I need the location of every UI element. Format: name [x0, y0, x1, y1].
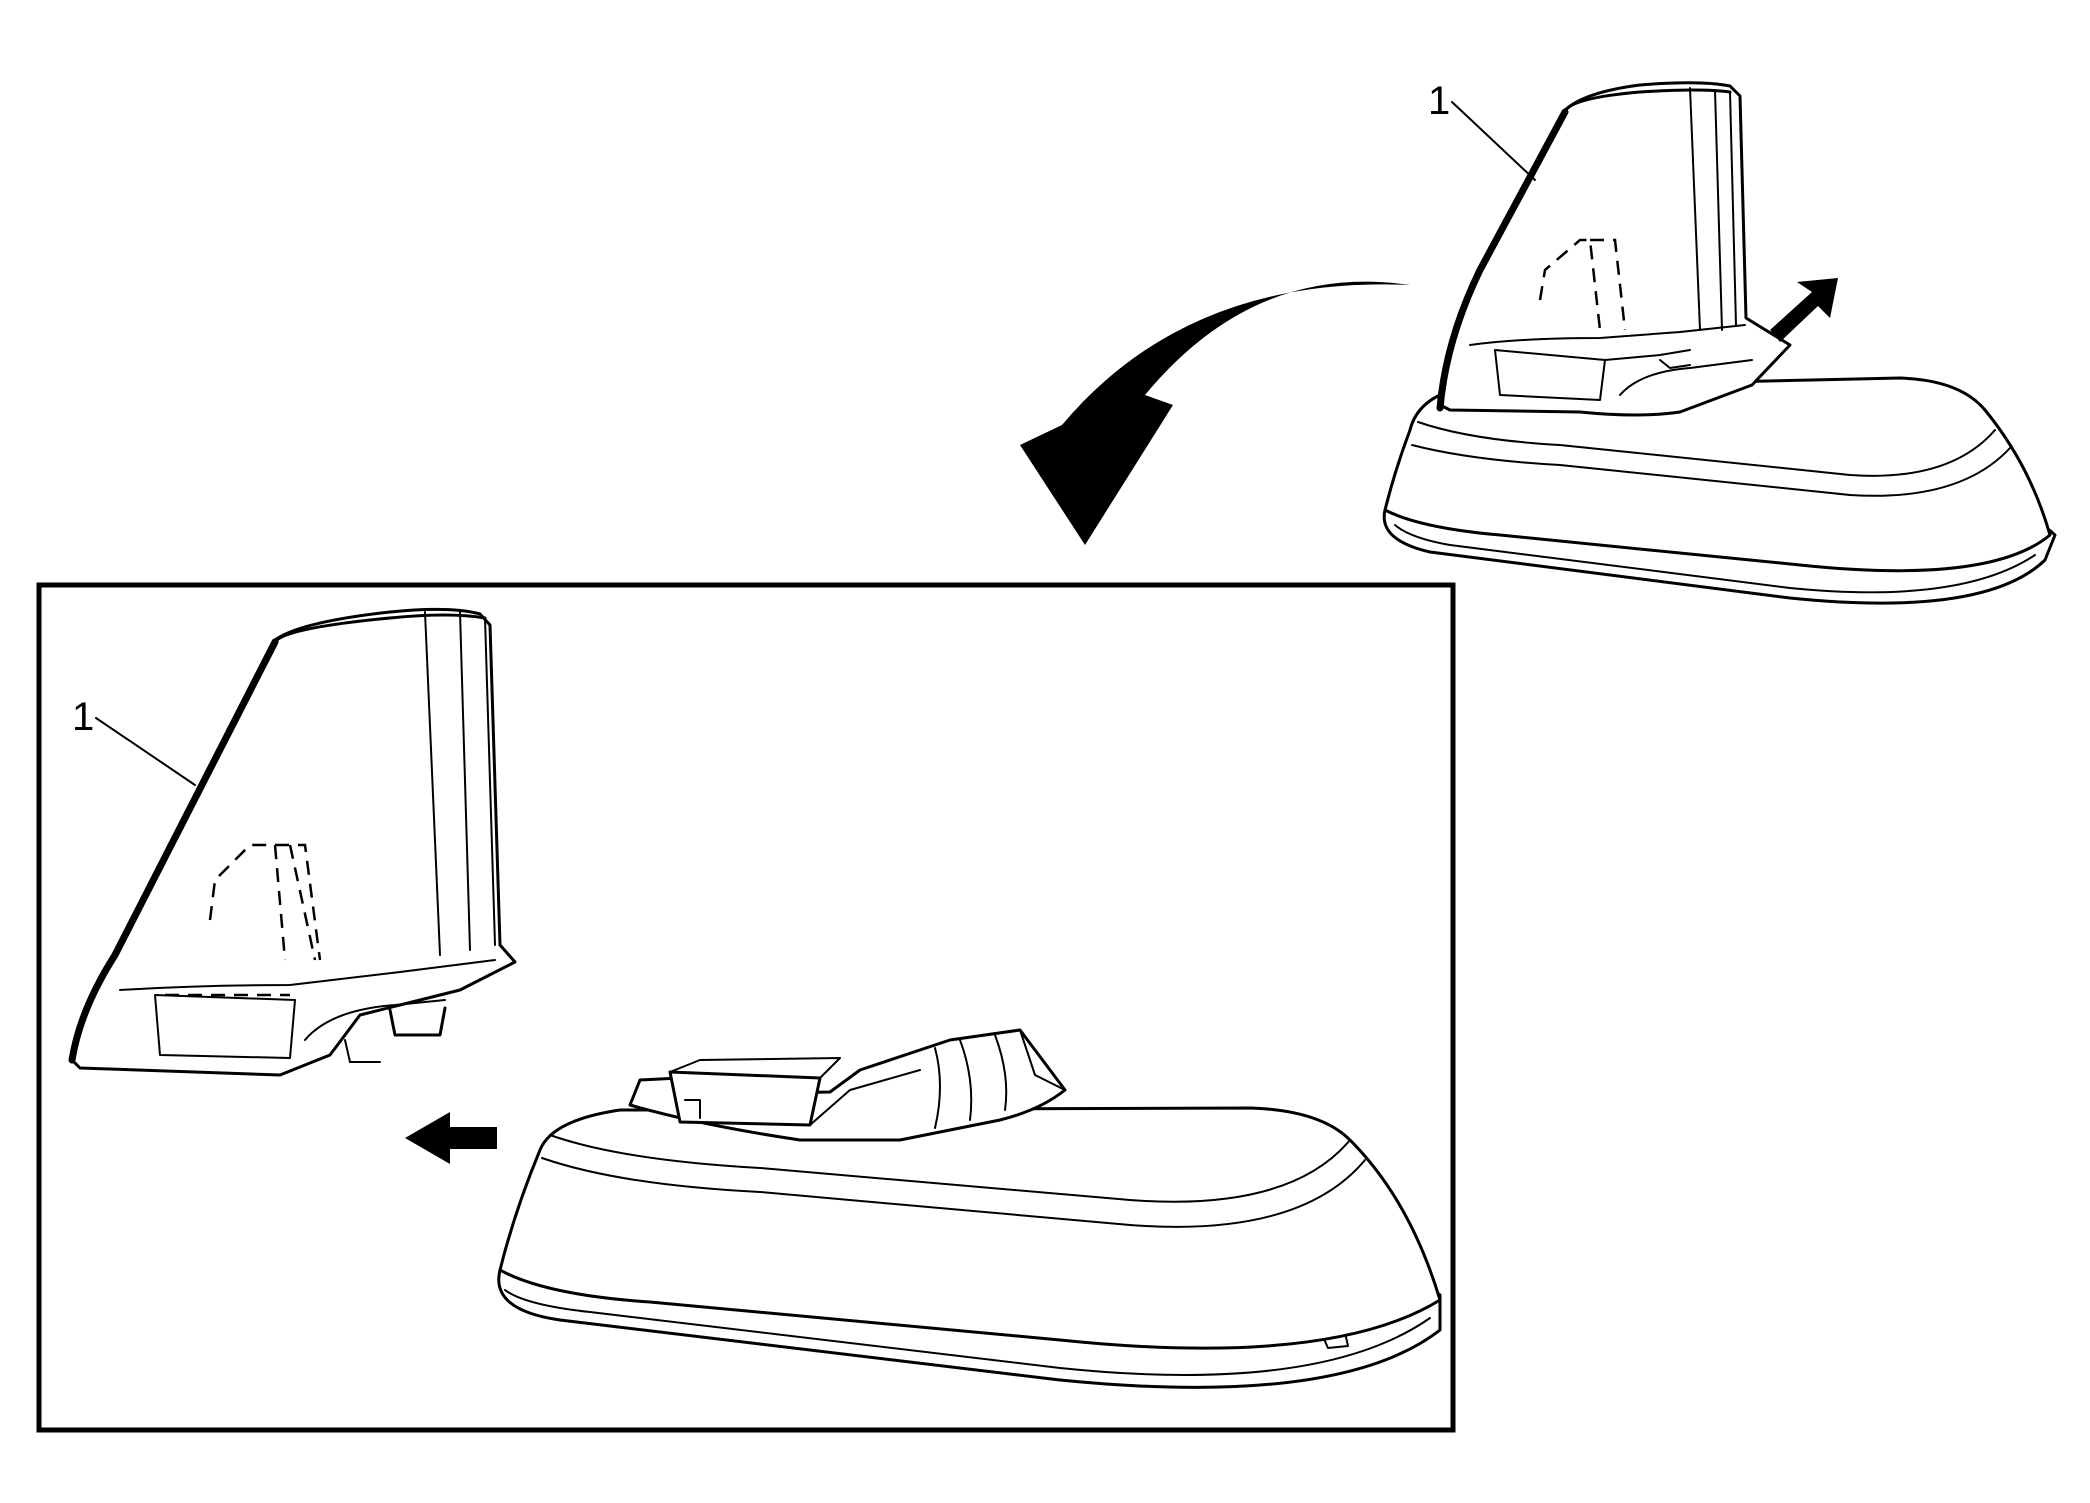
leader-line-top — [1451, 101, 1536, 181]
curved-arrow-icon — [1020, 281, 1410, 545]
inset-frame — [36, 582, 1456, 1433]
separated-fin — [68, 607, 517, 1077]
callout-top: 1 — [1428, 79, 1536, 181]
assembled-base-body — [1383, 376, 2052, 573]
push-arrow-icon — [1770, 278, 1838, 342]
callout-inset: 1 — [72, 695, 196, 786]
pull-arrow-icon — [405, 1112, 497, 1164]
callout-label-inset: 1 — [72, 695, 94, 739]
callout-label-top: 1 — [1428, 79, 1450, 123]
separated-base — [497, 1028, 1442, 1389]
leader-line-inset — [95, 717, 196, 786]
assembled-antenna — [1382, 81, 2057, 605]
